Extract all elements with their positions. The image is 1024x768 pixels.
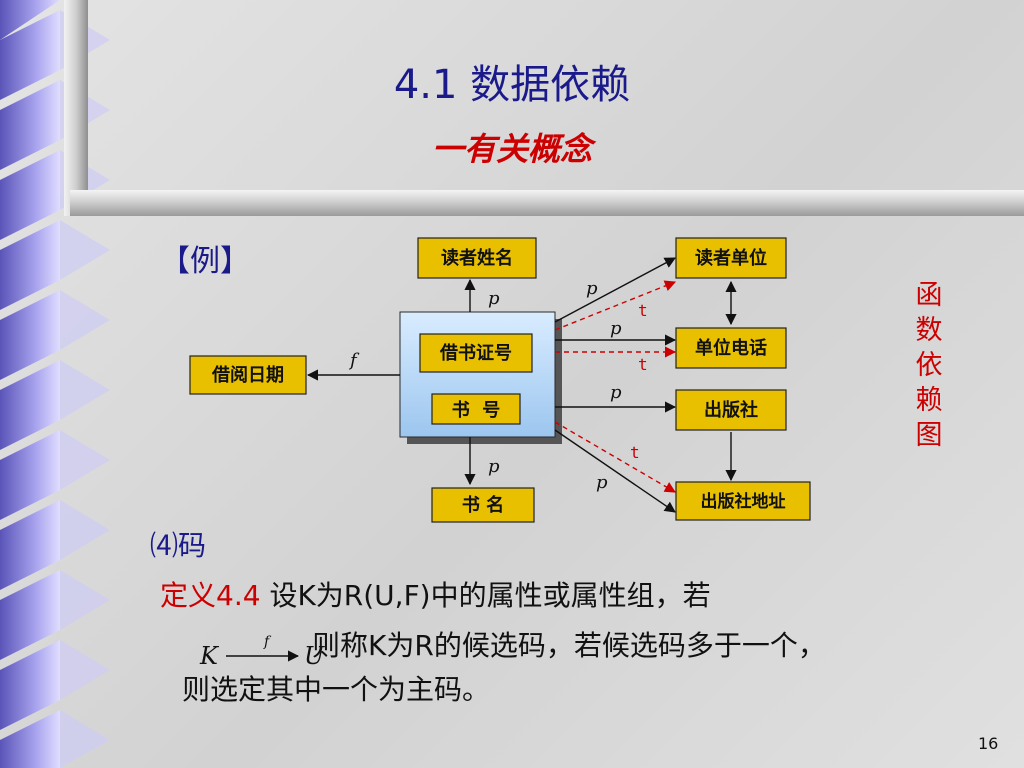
label-p-publisher: p: [610, 382, 622, 403]
label-p-reader-name: p: [488, 288, 500, 309]
node-card-no-label: 借书证号: [439, 342, 512, 364]
formula-k-f-u: K f U: [199, 634, 325, 670]
node-reader-unit-label: 读者单位: [695, 247, 767, 269]
formula-arrow-label: f: [263, 634, 272, 650]
node-card-no: 借书证号: [419, 333, 533, 373]
diagram-side-label: 函 数 依 赖 图: [914, 278, 944, 453]
page-title: 4.1 数据依赖: [393, 62, 631, 108]
node-book-no: 书 号: [431, 393, 521, 425]
decorative-horizontal-bar: [70, 190, 1024, 216]
label-t-address: t: [630, 443, 640, 462]
node-unit-phone: 单位电话: [675, 327, 787, 369]
left-decoration: [0, 0, 110, 768]
section-heading: ⑷码: [150, 529, 207, 562]
label-t-phone: t: [638, 355, 648, 374]
formula-right: U: [304, 642, 325, 670]
node-book-title: 书 名: [431, 487, 535, 523]
label-p-reader-unit: p: [586, 278, 598, 299]
node-unit-phone-label: 单位电话: [695, 337, 767, 359]
edge-key-to-reader-unit: [554, 257, 676, 323]
edge-transitive-unit: [554, 280, 677, 331]
definition-line-2: 则称K为R的候选码，若候选码多于一个，: [196, 624, 826, 664]
label-p-unit-phone: p: [610, 318, 622, 339]
definition-line-1: 定义4.4 设K为R(U,F)中的属性或属性组，若: [160, 574, 711, 614]
page-subtitle: 一有关概念: [431, 130, 592, 168]
node-reader-unit: 读者单位: [675, 237, 787, 279]
node-reader-name: 读者姓名: [417, 237, 537, 279]
page-number: 16: [978, 734, 999, 753]
node-publisher-label: 出版社: [704, 399, 758, 421]
side-label-char: 数: [915, 315, 943, 346]
definition-line-3: 则选定其中一个为主码。: [182, 673, 491, 706]
formula-left: K: [199, 642, 220, 670]
node-reader-name-label: 读者姓名: [441, 247, 513, 269]
edge-key-to-publisher-address: [554, 429, 676, 513]
node-borrow-date: 借阅日期: [189, 355, 307, 395]
node-book-title-label: 书 名: [462, 494, 504, 516]
side-label-char: 依: [915, 350, 943, 381]
label-p-publisher-address: p: [596, 472, 608, 493]
example-label: 【例】: [160, 244, 250, 279]
node-publisher-address: 出版社地址: [675, 481, 811, 521]
side-label-char: 赖: [915, 385, 943, 416]
decorative-vertical-bar: [64, 0, 88, 216]
definition-label: 定义4.4: [160, 579, 261, 612]
node-borrow-date-label: 借阅日期: [211, 364, 284, 386]
label-p-book-title: p: [488, 456, 500, 477]
node-publisher: 出版社: [675, 389, 787, 431]
node-book-no-label: 书 号: [452, 400, 501, 421]
definition-text-1: 设K为R(U,F)中的属性或属性组，若: [269, 579, 711, 612]
label-t-unit: t: [638, 301, 648, 320]
definition-text-2: 则称K为R的候选码，若候选码多于一个，: [312, 629, 826, 662]
edge-transitive-address: [554, 421, 676, 493]
node-publisher-address-label: 出版社地址: [701, 491, 786, 512]
side-label-char: 图: [915, 420, 943, 451]
label-f-borrow-date: f: [348, 350, 360, 371]
side-label-char: 函: [915, 280, 943, 311]
